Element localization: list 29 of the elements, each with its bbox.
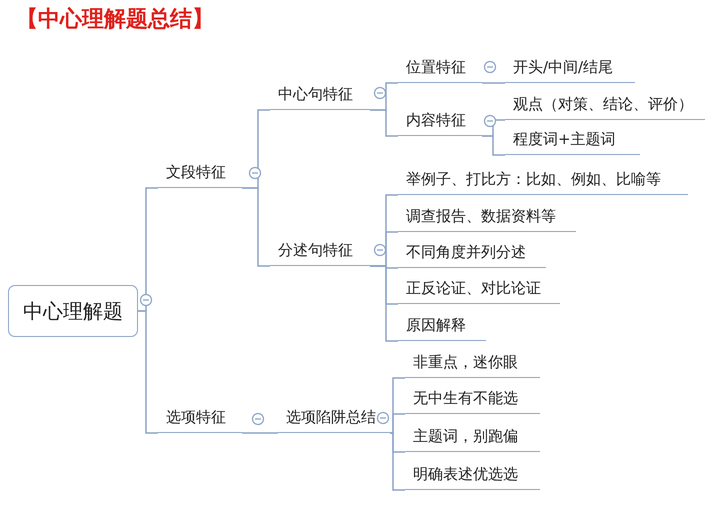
topic-label: 分述句特征	[270, 236, 370, 266]
root-topic-box: 中心理解题	[8, 285, 138, 337]
topic-label: 中心句特征	[270, 80, 370, 110]
topic-label: 程度词+主题词	[505, 125, 640, 155]
branch-line	[370, 109, 398, 137]
topic-label: 举例子、打比方：比如、例如、比喻等	[398, 165, 688, 195]
topic-label: 主题词，别跑偏	[405, 422, 540, 452]
topic-label: 内容特征	[398, 106, 482, 136]
topic-label: 非重点，迷你眼	[405, 348, 540, 378]
branch-line	[390, 413, 405, 434]
topic-label: 不同角度并列分述	[398, 238, 546, 268]
topic-label: 文段特征	[158, 158, 242, 188]
topic-label: 正反论证、对比论证	[398, 274, 560, 304]
topic-label: 选项特征	[158, 403, 242, 433]
topic-label: 调查报告、数据资料等	[398, 202, 576, 232]
branch-line	[242, 187, 270, 267]
topic-label: 选项陷阱总结	[278, 403, 390, 433]
branch-line	[390, 432, 405, 491]
title: 【中心理解题总结】	[16, 6, 214, 34]
topic-label: 无中生有不能选	[405, 384, 540, 414]
branch-line	[482, 82, 505, 84]
branch-line	[138, 310, 158, 434]
branch-line	[482, 135, 505, 156]
branch-line	[242, 432, 278, 434]
topic-label: 位置特征	[398, 53, 482, 83]
topic-label: 原因解释	[398, 311, 486, 341]
topic-label: 开头/中间/结尾	[505, 53, 635, 83]
topic-label: 观点（对策、结论、评价）	[505, 90, 705, 120]
topic-label: 明确表述优选选	[405, 460, 540, 490]
